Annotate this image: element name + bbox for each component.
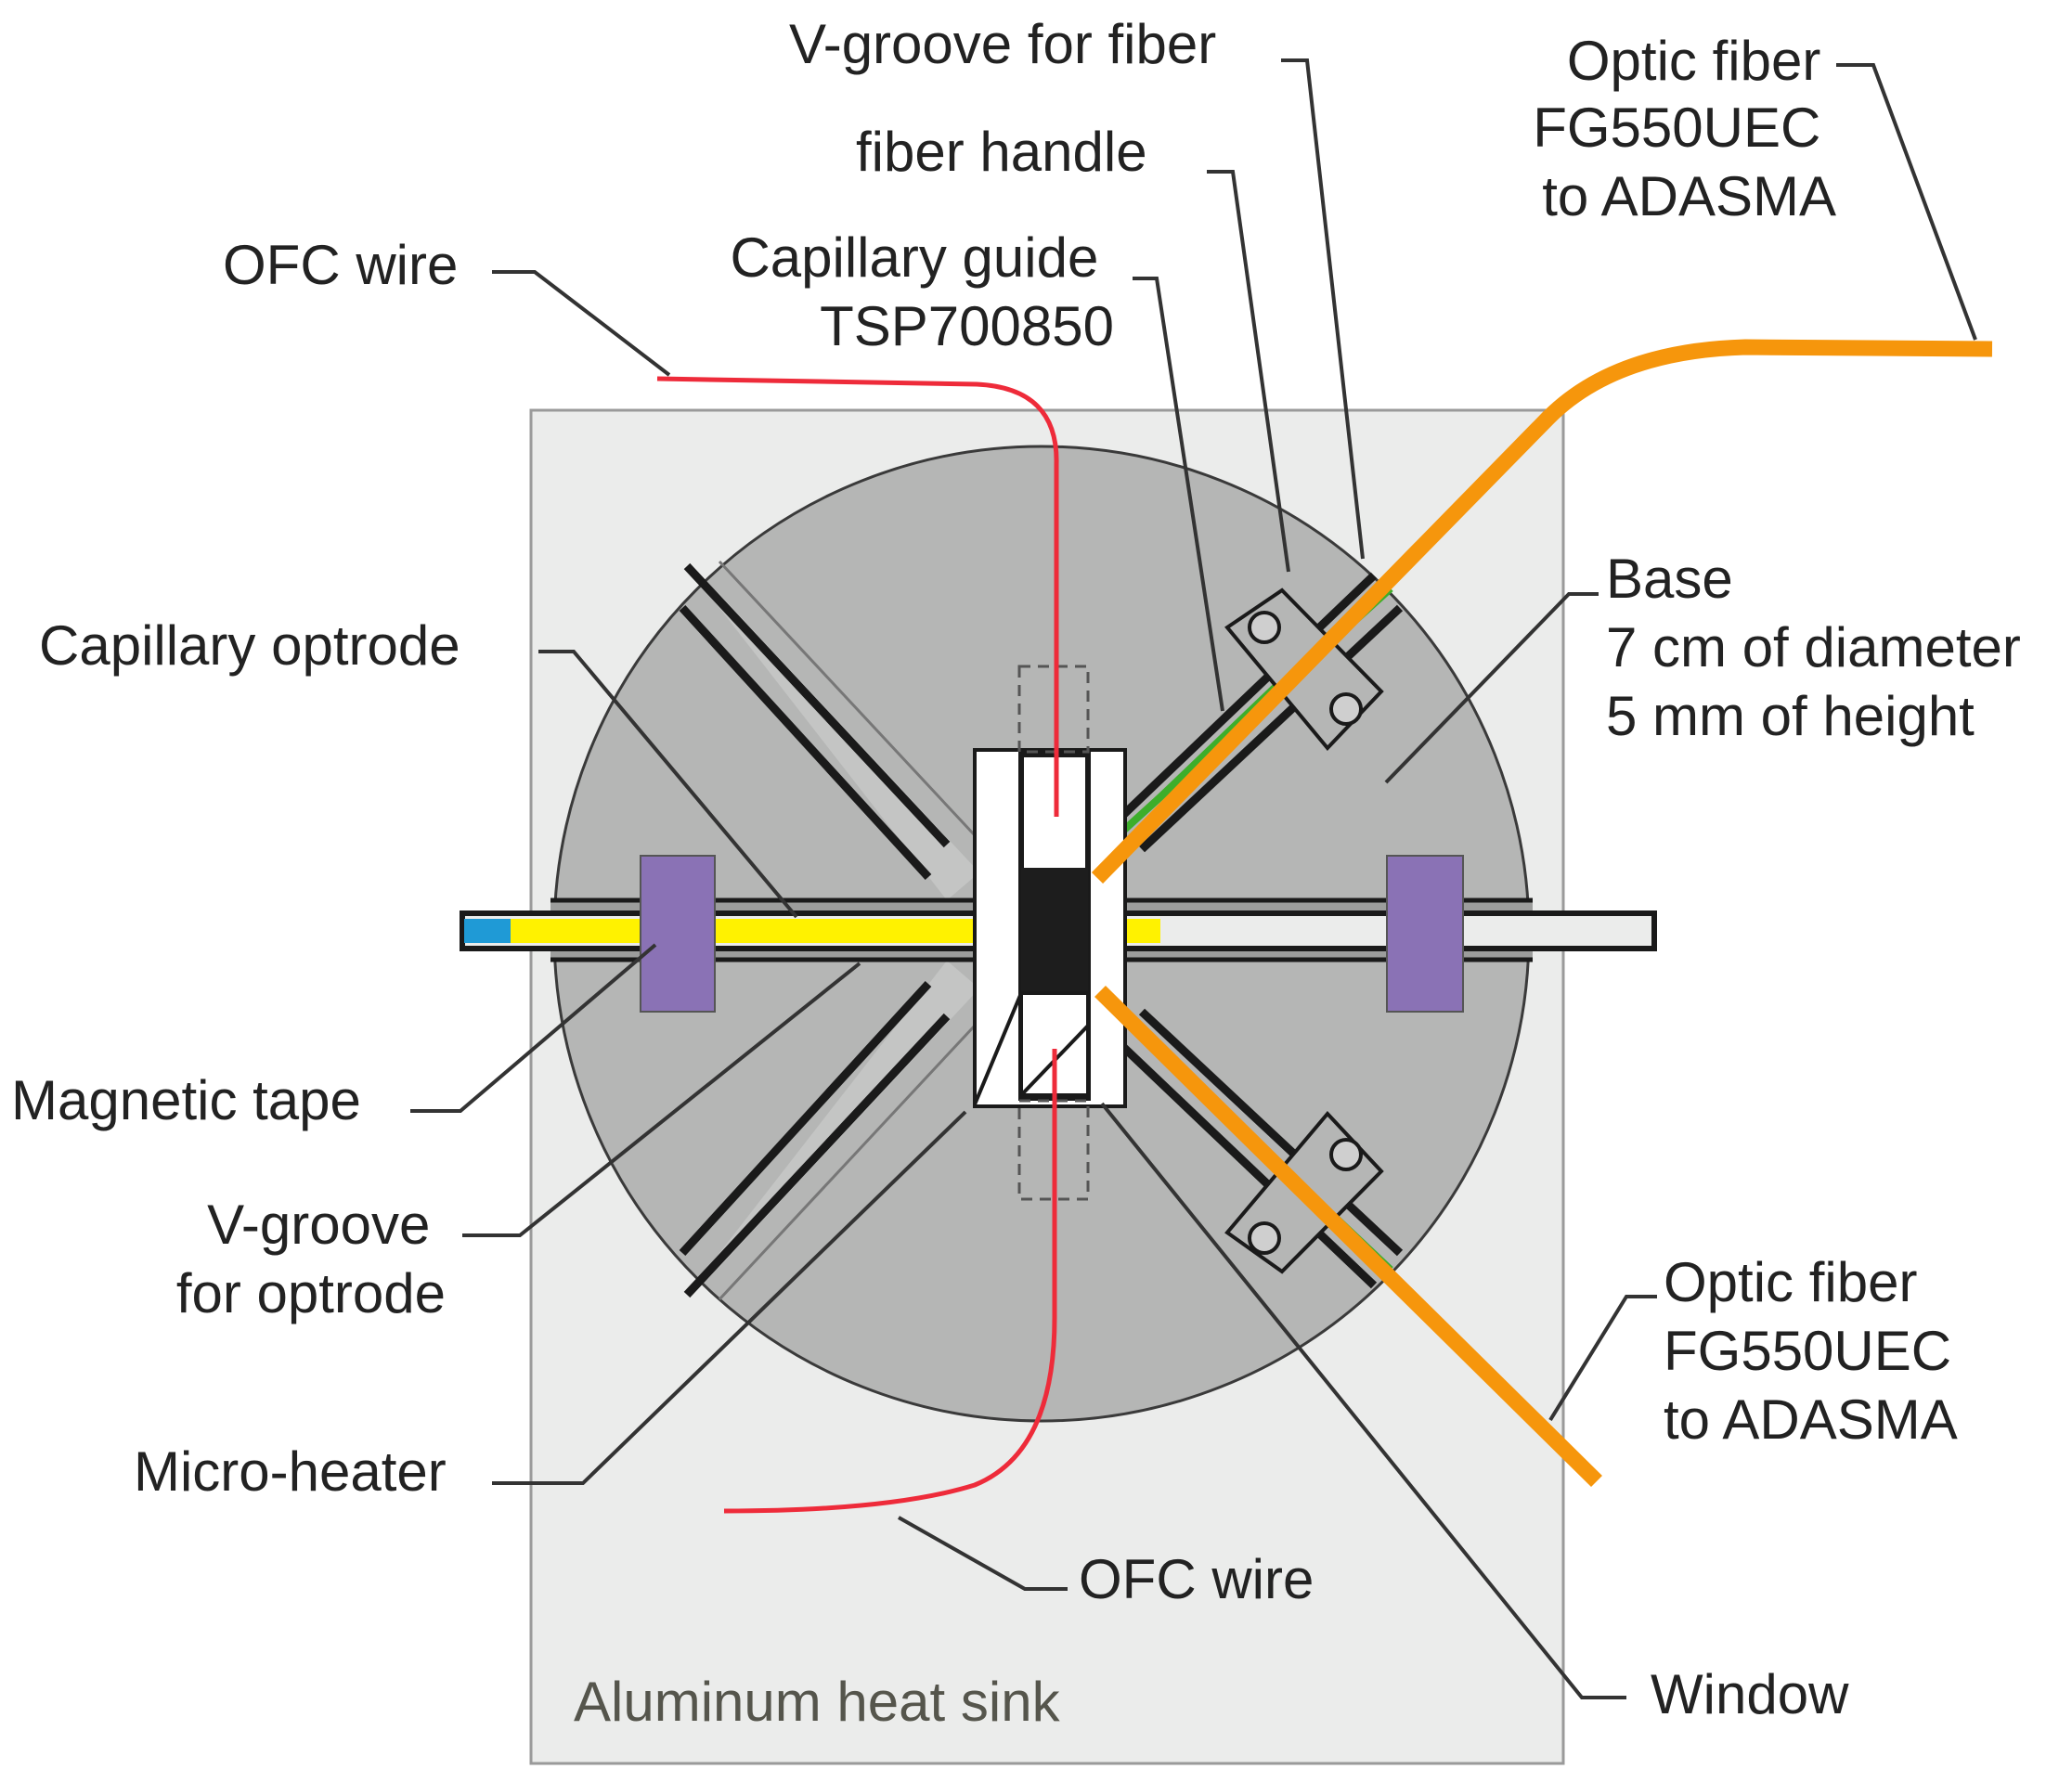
- label-ofc-wire-bottom: OFC wire: [1079, 1548, 1314, 1610]
- label-capillary-guide: Capillary guide TSP700850: [730, 226, 1114, 357]
- label-ofc-wire-top: OFC wire: [223, 234, 458, 296]
- label-micro-heater: Micro-heater: [134, 1440, 447, 1503]
- label-window: Window: [1651, 1663, 1849, 1725]
- label-optic-fiber-top: Optic fiber FG550UEC to ADASMA: [1533, 30, 1836, 227]
- magnetic-tape-left: [640, 855, 716, 1013]
- ofc-wire-bottom: [723, 1049, 1057, 1514]
- v-groove-optrode-lower: [679, 961, 979, 1301]
- magnetic-tape-right: [1386, 855, 1464, 1013]
- label-capillary-optrode: Capillary optrode: [39, 614, 460, 677]
- optrode-tip: [464, 919, 511, 943]
- ofc-wire-top: [656, 376, 1059, 817]
- micro-heater: [973, 665, 1127, 1201]
- label-v-groove-fiber: V-groove for fiber: [789, 13, 1216, 75]
- optic-fiber-bottom: [1094, 985, 1602, 1488]
- leader-lines: [410, 58, 1977, 1699]
- label-optic-fiber-bottom: Optic fiber FG550UEC to ADASMA: [1664, 1251, 1967, 1451]
- label-aluminum-heat-sink: Aluminum heat sink: [574, 1671, 1061, 1733]
- v-groove-optrode-upper: [679, 560, 979, 900]
- label-base: Base 7 cm of diameter 5 mm of height: [1606, 548, 2037, 747]
- label-v-groove-optrode: V-groove for optrode: [176, 1194, 446, 1324]
- label-magnetic-tape: Magnetic tape: [11, 1069, 361, 1131]
- optic-fiber-top: [1091, 339, 1993, 884]
- label-fiber-handle: fiber handle: [856, 121, 1147, 183]
